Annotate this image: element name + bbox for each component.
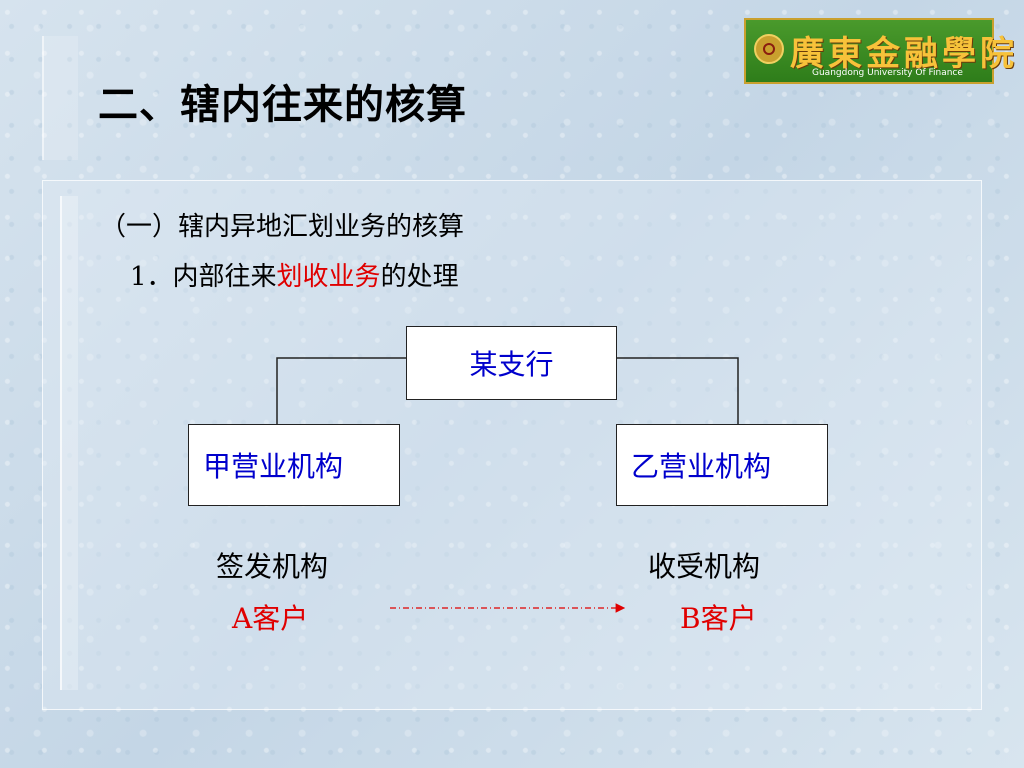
role-receiver: 收受机构 [648, 550, 761, 583]
university-logo: 廣東金融學院 Guangdong University Of Finance [744, 18, 1014, 84]
emblem-icon [754, 34, 784, 64]
subheading-suffix: 的处理 [380, 262, 459, 292]
section-subheading: 1．内部往来划收业务的处理 [130, 256, 459, 293]
node-org-a: 甲营业机构 [188, 424, 400, 506]
content-decoration-bar [60, 196, 78, 690]
customer-b: B客户 [680, 602, 757, 635]
subheading-prefix: 1．内部往来 [130, 262, 277, 292]
node-branch: 某支行 [406, 326, 617, 400]
section-heading: （一）辖内异地汇划业务的核算 [100, 212, 465, 242]
node-org-b: 乙营业机构 [616, 424, 828, 506]
logo-english-name: Guangdong University Of Finance [812, 68, 963, 78]
title-decoration-bar [42, 36, 78, 160]
customer-a: A客户 [232, 602, 309, 635]
subheading-highlight: 划收业务 [276, 262, 381, 292]
logo-chinese-name: 廣東金融學院 [790, 34, 1018, 74]
role-issuer: 签发机构 [216, 550, 329, 583]
slide-title: 二、辖内往来的核算 [98, 82, 467, 128]
